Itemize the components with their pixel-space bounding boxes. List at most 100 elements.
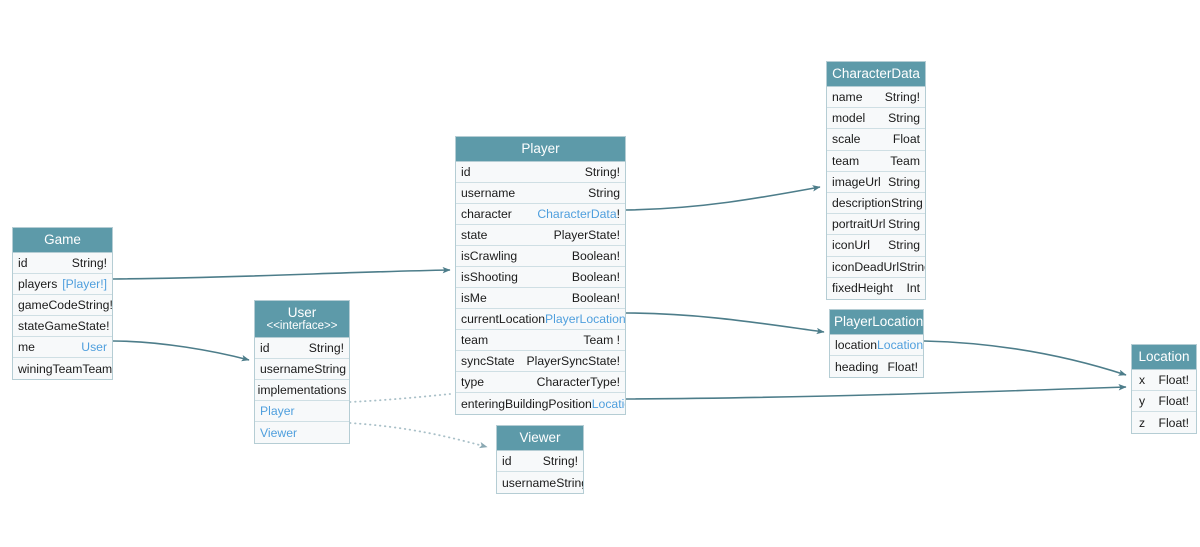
field-name: id (260, 341, 270, 355)
field-type: Float! (1158, 394, 1189, 408)
field-type: String (888, 111, 920, 126)
field-name: y (1139, 394, 1146, 408)
field-row[interactable]: description String (827, 192, 925, 215)
field-type[interactable]: Location! (877, 338, 923, 352)
field-name: team (461, 333, 489, 347)
field-name: state (18, 319, 45, 333)
field-row[interactable]: fixedHeight Int (827, 277, 925, 299)
entity-user-stereotype: <<interface>> (266, 320, 338, 332)
field-row[interactable]: gameCode String! (13, 295, 112, 316)
field-row[interactable]: me User (13, 337, 112, 358)
entity-characterdata[interactable]: CharacterData name String! model String … (826, 61, 926, 300)
entity-playerlocation[interactable]: PlayerLocation location Location! headin… (829, 309, 924, 378)
field-type: Float! (1158, 415, 1189, 430)
field-type: String! (71, 256, 107, 270)
entity-playerlocation-header: PlayerLocation (830, 310, 923, 335)
field-row[interactable]: scale Float (827, 129, 925, 151)
field-row[interactable]: iconUrl String (827, 235, 925, 257)
field-name: id (18, 256, 28, 270)
field-type: Team (82, 361, 112, 376)
field-row[interactable]: x Float! (1132, 370, 1196, 391)
entity-user[interactable]: User <<interface>> id String! username S… (254, 300, 350, 444)
field-name: players (18, 277, 58, 291)
entity-characterdata-header: CharacterData (827, 62, 925, 87)
field-row[interactable]: currentLocation PlayerLocation! (456, 309, 625, 330)
field-type: String (888, 174, 920, 189)
field-row[interactable]: isShooting Boolean! (456, 267, 625, 288)
field-name: isShooting (461, 270, 518, 284)
field-row[interactable]: name String! (827, 87, 925, 109)
entity-game-title: Game (44, 232, 81, 247)
field-row[interactable]: id String! (13, 253, 112, 274)
entity-characterdata-title: CharacterData (832, 66, 920, 81)
entity-viewer-title: Viewer (519, 430, 561, 445)
field-row[interactable]: isMe Boolean! (456, 288, 625, 309)
entity-game[interactable]: Game id String! players [Player!] gameCo… (12, 227, 113, 380)
edge-game-me-to-user (112, 340, 250, 362)
field-name: name (832, 90, 863, 105)
field-row[interactable]: state GameState! (13, 316, 112, 337)
field-row[interactable]: y Float! (1132, 391, 1196, 412)
field-row[interactable]: players [Player!] (13, 274, 112, 295)
field-type: Float! (1158, 373, 1189, 387)
field-name: fixedHeight (832, 281, 893, 296)
field-name: imageUrl (832, 174, 881, 189)
field-row[interactable]: id String! (255, 338, 349, 359)
field-row[interactable]: location Location! (830, 335, 923, 356)
field-type[interactable]: Location (591, 396, 625, 411)
field-type: String! (542, 454, 578, 468)
entity-player-header: Player (456, 137, 625, 162)
field-row[interactable]: character CharacterData! (456, 204, 625, 225)
field-name: currentLocation (461, 312, 546, 326)
field-name: id (502, 454, 512, 468)
field-row[interactable]: team Team ! (456, 330, 625, 351)
entity-location[interactable]: Location x Float! y Float! z Float! (1131, 344, 1197, 434)
field-row[interactable]: iconDeadUrl String (827, 256, 925, 278)
field-row[interactable]: isCrawling Boolean! (456, 246, 625, 267)
field-row[interactable]: portraitUrl String (827, 214, 925, 236)
field-type-link[interactable]: CharacterData (537, 207, 617, 221)
field-row[interactable]: type CharacterType! (456, 372, 625, 393)
field-row[interactable]: imageUrl String (827, 171, 925, 193)
field-name: portraitUrl (832, 217, 886, 232)
field-row[interactable]: heading Float! (830, 356, 923, 377)
edge-user-implements-viewer (349, 422, 488, 449)
implementation-viewer[interactable]: Viewer (255, 422, 349, 443)
field-name: isCrawling (461, 249, 518, 263)
field-row[interactable]: z Float! (1132, 412, 1196, 433)
field-type: Boolean! (571, 291, 620, 305)
field-row[interactable]: model String (827, 108, 925, 130)
field-type: Boolean! (571, 249, 620, 263)
entity-playerlocation-title: PlayerLocation (834, 314, 924, 329)
field-type: PlayerState! (553, 228, 620, 242)
field-row[interactable]: winingTeam Team (13, 358, 112, 379)
field-row[interactable]: state PlayerState! (456, 225, 625, 246)
edge-player-character-to-characterdata (625, 185, 821, 211)
field-type[interactable]: [Player!] (62, 277, 107, 291)
entity-viewer[interactable]: Viewer id String! username String (496, 425, 584, 494)
field-name: username (461, 186, 516, 200)
field-row[interactable]: enteringBuildingPosition Location (456, 393, 625, 414)
field-row[interactable]: id String! (497, 451, 583, 472)
field-name: isMe (461, 291, 487, 305)
field-type[interactable]: CharacterData! (537, 207, 620, 221)
field-name: gameCode (18, 298, 78, 312)
field-row[interactable]: team Team (827, 150, 925, 172)
entity-player[interactable]: Player id String! username String charac… (455, 136, 626, 415)
field-name: iconUrl (832, 238, 870, 253)
field-type[interactable]: PlayerLocation! (545, 312, 625, 326)
field-type-link[interactable]: PlayerLocation (545, 312, 625, 326)
field-type: String! (584, 165, 620, 179)
field-type[interactable]: User (81, 340, 107, 354)
field-row[interactable]: username String (255, 359, 349, 380)
field-row[interactable]: username String (456, 183, 625, 204)
field-type: String (890, 196, 923, 211)
field-type: Float! (887, 359, 918, 374)
field-row[interactable]: id String! (456, 162, 625, 183)
field-row[interactable]: username String (497, 472, 583, 493)
field-type: String! (884, 90, 920, 105)
field-type: Boolean! (571, 270, 620, 284)
field-row[interactable]: syncState PlayerSyncState! (456, 351, 625, 372)
implementation-player[interactable]: Player (255, 401, 349, 422)
